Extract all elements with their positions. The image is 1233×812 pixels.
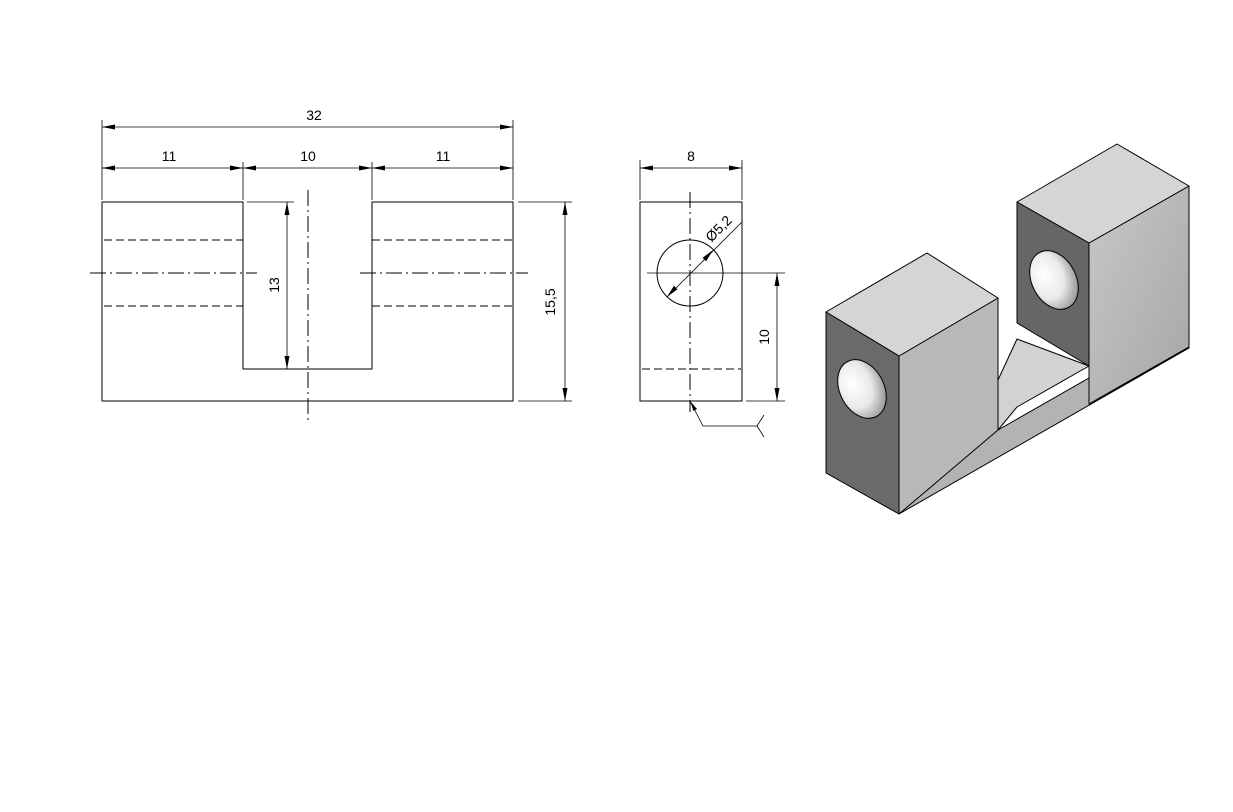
arrowhead (774, 388, 780, 401)
dim-text-depth: 8 (687, 148, 695, 164)
arrowhead (230, 165, 243, 171)
side-view-outline (639, 201, 743, 402)
dim-text-hole-height: 10 (756, 329, 772, 345)
arrowhead (562, 202, 568, 215)
dim-text-right-block: 11 (436, 148, 451, 164)
arrowhead (102, 165, 115, 171)
arrowhead (729, 165, 742, 171)
dim-text-slot-width: 10 (300, 148, 316, 164)
iso-left-hole (837, 359, 887, 419)
side-view: 8 Ø5,2 10 (639, 148, 785, 438)
dim-text-overall-width: 32 (306, 107, 322, 123)
dim-text-left-block: 11 (162, 148, 177, 164)
arrowhead (562, 388, 568, 401)
isometric-view (825, 143, 1190, 515)
arrowhead (500, 165, 513, 171)
arrowhead (359, 165, 372, 171)
front-view: 32 11 10 11 13 15,5 (90, 107, 572, 422)
arrowhead (243, 165, 256, 171)
arrowhead (640, 165, 653, 171)
dim-text-hole-diameter: Ø5,2 (702, 212, 735, 245)
arrowhead (702, 250, 713, 262)
arrowhead (284, 202, 290, 215)
arrowhead (690, 401, 697, 411)
arrowhead (372, 165, 385, 171)
arrowhead (102, 124, 115, 130)
dim-text-slot-depth: 13 (266, 277, 282, 293)
arrowhead (667, 285, 678, 297)
arrowhead (774, 273, 780, 286)
arrowhead (284, 356, 290, 369)
front-view-outline (101, 201, 514, 402)
iso-right-hole (1029, 250, 1079, 310)
arrowhead (500, 124, 513, 130)
dim-text-overall-height: 15,5 (542, 288, 558, 315)
surface-finish-leader (689, 400, 765, 438)
